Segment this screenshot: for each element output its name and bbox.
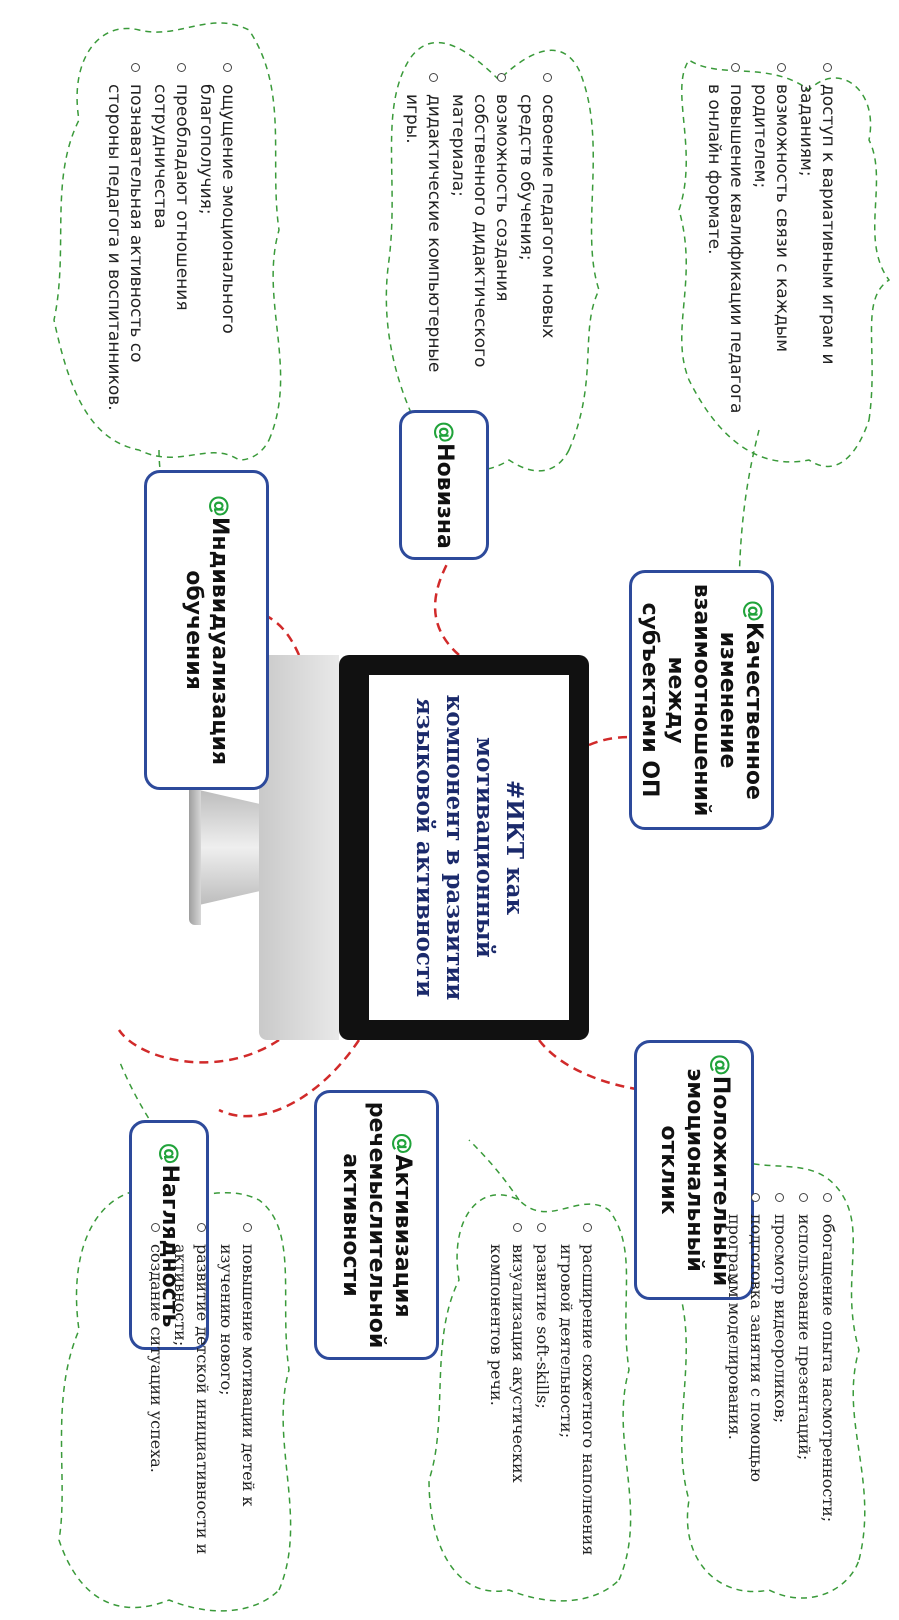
list-item: возможность связи с каждым родителем; <box>749 60 793 420</box>
cloud-activation <box>428 1194 632 1602</box>
monitor-chin <box>259 655 339 1040</box>
at-symbol: @ <box>207 494 233 517</box>
link-positive <box>117 1029 280 1064</box>
list-item: визуализация акустических компонентов ре… <box>485 1220 529 1560</box>
list-item: создание ситуации успеха. <box>145 1220 167 1560</box>
list-individualization: доступ к вариативным играм и заданиям; в… <box>701 60 839 420</box>
link-visual <box>538 1039 710 1094</box>
title-line-1: #ИКТ как <box>501 779 528 916</box>
at-symbol: @ <box>708 1053 733 1076</box>
node-novelty: @Новизна <box>399 410 489 560</box>
list-item: возможность создания собственного дидакт… <box>447 70 513 400</box>
title-line-4: языковой активности <box>411 697 438 998</box>
list-item: развитие soft-skills; <box>531 1220 553 1560</box>
node-quality: @Качественное изменение взаимоотношений … <box>629 570 774 830</box>
link-individualization <box>588 735 740 791</box>
list-item: преобладают отношения сотрудничества <box>149 60 193 420</box>
monitor-screen: #ИКТ как мотивационный компонент в разви… <box>339 655 589 1040</box>
title-line-2: мотивационный <box>471 737 498 958</box>
at-symbol: @ <box>432 421 457 444</box>
list-activation: расширение сюжетного наполнения игровой … <box>483 1220 599 1560</box>
monitor-stand-base <box>189 770 201 925</box>
list-item: расширение сюжетного наполнения игровой … <box>555 1220 599 1560</box>
list-visual: обогащение опыта насмотренности; использ… <box>721 1190 839 1550</box>
node-individualization: @Индивидуализация обучения <box>144 470 269 790</box>
link-quality <box>247 599 301 656</box>
list-item: повышение мотивации детей к изучению нов… <box>215 1220 259 1560</box>
monitor-stand <box>199 790 259 905</box>
cloud-novelty <box>385 41 600 472</box>
list-item: развитие детской инициативности и активн… <box>169 1220 213 1560</box>
node-label: Индивидуализация обучения <box>181 516 233 766</box>
list-item: использование презентаций; <box>793 1190 815 1550</box>
link-activation <box>218 1039 361 1118</box>
cloud-positive <box>58 1189 292 1612</box>
list-item: познавательная активность со стороны пед… <box>103 60 147 420</box>
list-item: повышение квалификации педагога в онлайн… <box>703 60 747 420</box>
list-item: доступ к вариативным играм и заданиям; <box>795 60 839 420</box>
list-novelty: освоение педагогом новых средств обучени… <box>399 70 559 400</box>
central-title: #ИКТ как мотивационный компонент в разви… <box>369 675 569 1020</box>
list-quality: ощущение эмоционального благополучия; пр… <box>101 60 239 420</box>
link-novelty <box>433 559 460 656</box>
node-label: Новизна <box>432 443 457 549</box>
at-symbol: @ <box>157 1142 182 1165</box>
at-symbol: @ <box>390 1132 416 1155</box>
list-item: подготовка занятия с помощью программ мо… <box>723 1190 767 1550</box>
at-symbol: @ <box>741 600 767 623</box>
list-item: обогащение опыта насмотренности; <box>817 1190 839 1550</box>
title-line-3: компонент в развитии <box>441 694 468 1001</box>
list-item: ощущение эмоционального благополучия; <box>195 60 239 420</box>
list-item: освоение педагогом новых средств обучени… <box>515 70 559 400</box>
list-positive: повышение мотивации детей к изучению нов… <box>143 1220 259 1560</box>
list-item: дидактические компьютерные игры. <box>401 70 445 400</box>
list-item: просмотр видеороликов; <box>769 1190 791 1550</box>
node-activation: @Активизация речемыслительной активности <box>314 1090 439 1360</box>
